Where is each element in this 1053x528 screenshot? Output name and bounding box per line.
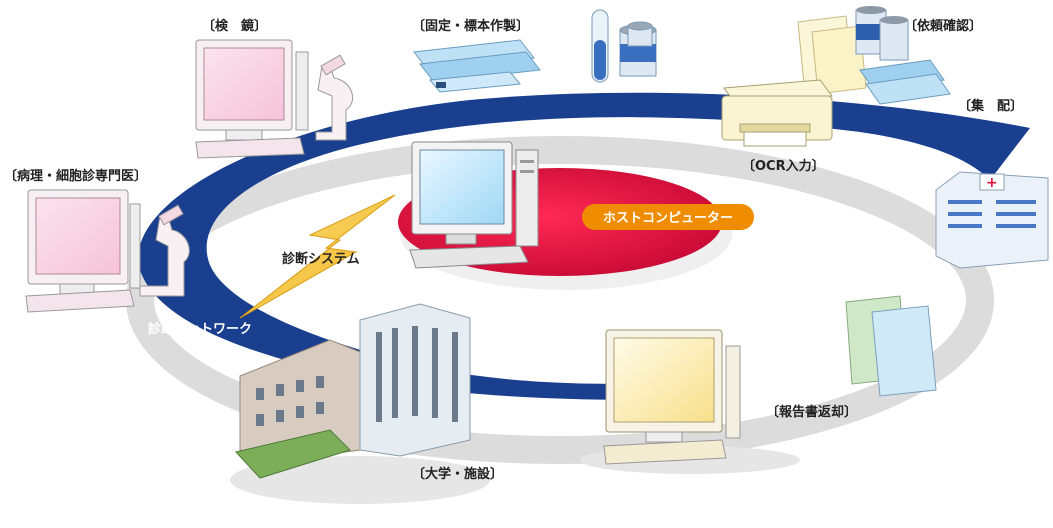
pathologist-station	[25, 189, 190, 313]
host-computer-badge: ホストコンピューター	[582, 204, 754, 230]
microscopy-station	[195, 39, 354, 159]
diagnosis-network-ring	[138, 92, 1031, 400]
university-label: 〔大学・施設〕	[412, 466, 503, 482]
host-computer-label: ホストコンピューター	[603, 211, 733, 226]
host-computer	[409, 141, 539, 269]
report-station	[580, 329, 800, 474]
request-check-label: 〔依頼確認〕	[904, 18, 982, 34]
hospital-building: +	[935, 171, 1049, 269]
lightning-bolt	[239, 194, 396, 319]
ocr-input-label: 〔OCR入力〕	[742, 158, 825, 174]
svg-text:+: +	[986, 175, 998, 191]
fixation-label: 〔固定・標本作製〕	[412, 18, 529, 34]
diagnosis-network-label: 診断ネットワーク	[148, 321, 252, 337]
microscopy-label: 〔検 鏡〕	[202, 18, 267, 34]
report-return-label: 〔報告書返却〕	[766, 404, 857, 420]
specimen-tubes	[591, 9, 657, 83]
university-buildings	[230, 303, 490, 504]
ocr-printer	[721, 79, 833, 147]
fixation-slides	[413, 39, 541, 93]
request-check-items	[797, 6, 951, 105]
diagnosis-system-label: 診断システム	[282, 251, 360, 267]
report-papers	[845, 295, 937, 397]
pathologist-label: 〔病理・細胞診専門医〕	[4, 168, 147, 184]
collection-label: 〔集 配〕	[958, 98, 1023, 114]
ring-shadow	[126, 136, 994, 464]
